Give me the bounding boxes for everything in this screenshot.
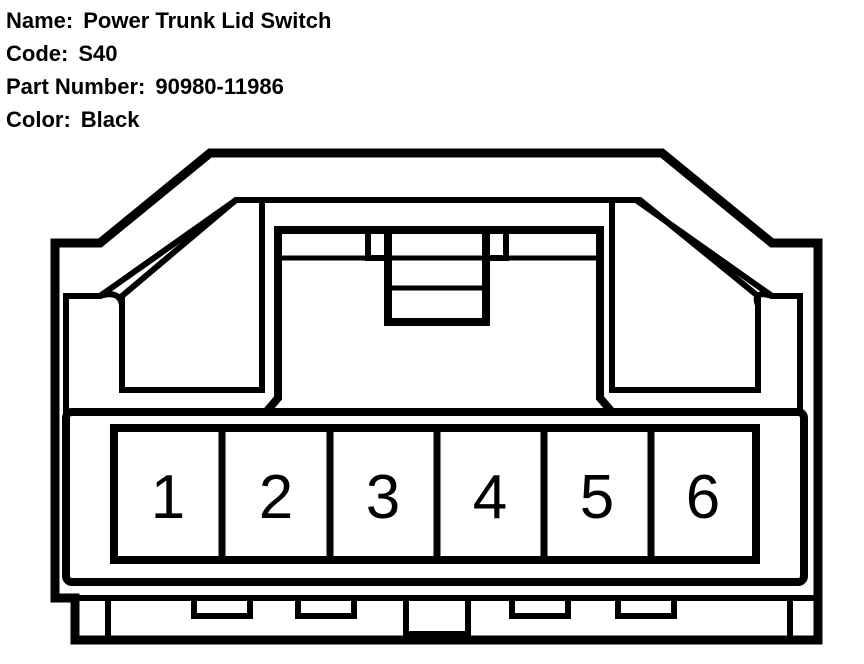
pin-label: 1 <box>151 463 185 532</box>
lock-latch <box>384 226 490 326</box>
bottom-tab <box>295 595 357 619</box>
pin-label: 5 <box>580 463 614 532</box>
left-corner-bump <box>99 291 125 390</box>
name-row: Name: Power Trunk Lid Switch <box>6 4 331 37</box>
part-number-value: 90980-11986 <box>155 74 284 99</box>
part-number-row: Part Number: 90980-11986 <box>6 70 331 103</box>
latch-tab-right <box>483 227 509 261</box>
bottom-tab <box>509 595 571 619</box>
housing-outline <box>50 148 823 645</box>
color-label: Color: <box>6 107 71 132</box>
pin-label: 6 <box>686 463 720 532</box>
code-value: S40 <box>78 41 118 66</box>
terminal-frame <box>62 408 808 586</box>
right-corner-bump <box>753 291 773 390</box>
bottom-tab <box>191 595 253 619</box>
pin-label: 4 <box>473 463 507 532</box>
name-label: Name: <box>6 8 74 33</box>
pin-label: 3 <box>366 463 400 532</box>
right-inner-wall <box>609 197 761 393</box>
pin-label: 2 <box>259 463 293 532</box>
color-row: Color: Black <box>6 103 331 136</box>
color-value: Black <box>80 107 140 132</box>
name-value: Power Trunk Lid Switch <box>83 8 332 33</box>
part-number-label: Part Number: <box>6 74 146 99</box>
code-row: Code: S40 <box>6 37 331 70</box>
bottom-tab <box>615 595 677 619</box>
bottom-key <box>403 595 471 637</box>
code-label: Code: <box>6 41 69 66</box>
latch-tab-left <box>365 227 391 261</box>
connector-info: Name: Power Trunk Lid Switch Code: S40 Par… <box>6 4 331 136</box>
